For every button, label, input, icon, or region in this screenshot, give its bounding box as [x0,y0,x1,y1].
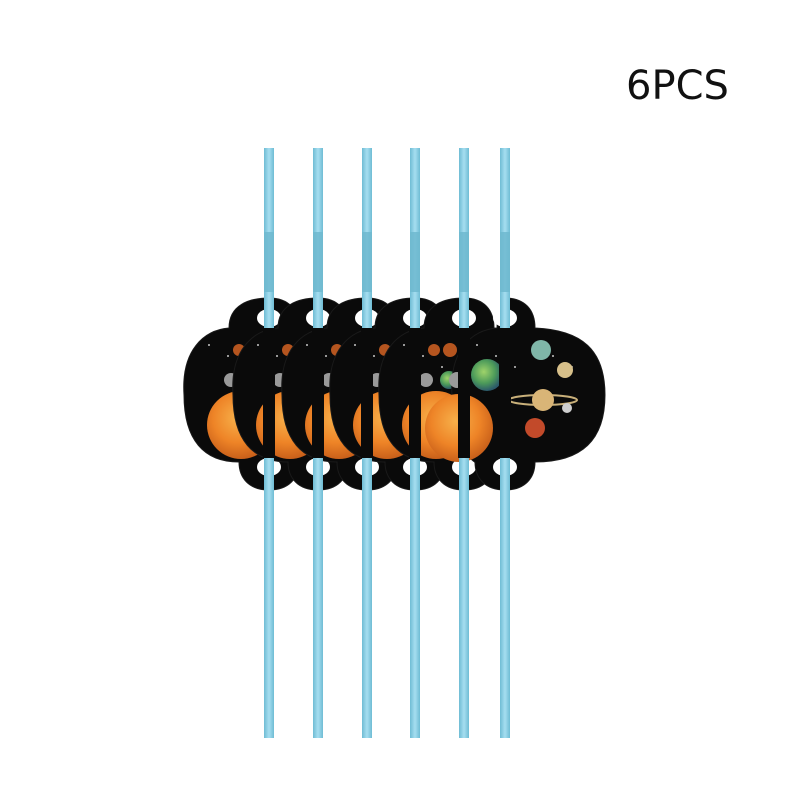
star [514,366,516,368]
straw-band [362,232,372,292]
star [476,344,478,346]
star [306,344,308,346]
straw-band [410,232,420,292]
planet-icon [525,418,545,438]
star [257,344,259,346]
saturn-icon [532,389,554,411]
planet-icon [419,373,433,387]
planet-icon [562,403,572,413]
star [325,355,327,357]
star [354,344,356,346]
straw-band [313,232,323,292]
card-overlap [499,328,511,458]
card-overlap [263,328,275,458]
star [552,355,554,357]
planet-icon [428,344,440,356]
star [495,355,497,357]
card-overlap [361,328,373,458]
planet-icon [443,343,457,357]
straws [263,148,511,738]
quantity-label: 6PCS [626,63,729,109]
straw-band [500,232,510,292]
star [276,355,278,357]
card-overlap [458,328,470,458]
star [373,355,375,357]
star [227,355,229,357]
star [403,344,405,346]
star [441,366,443,368]
straw-band [264,232,274,292]
straw-band [459,232,469,292]
card-overlap [312,328,324,458]
planet-icon [557,362,573,378]
earth-icon [471,359,503,391]
star [208,344,210,346]
card-overlay [263,328,511,458]
card-overlap [409,328,421,458]
planet-icon [531,340,551,360]
star [422,355,424,357]
planet-cards [183,297,606,491]
